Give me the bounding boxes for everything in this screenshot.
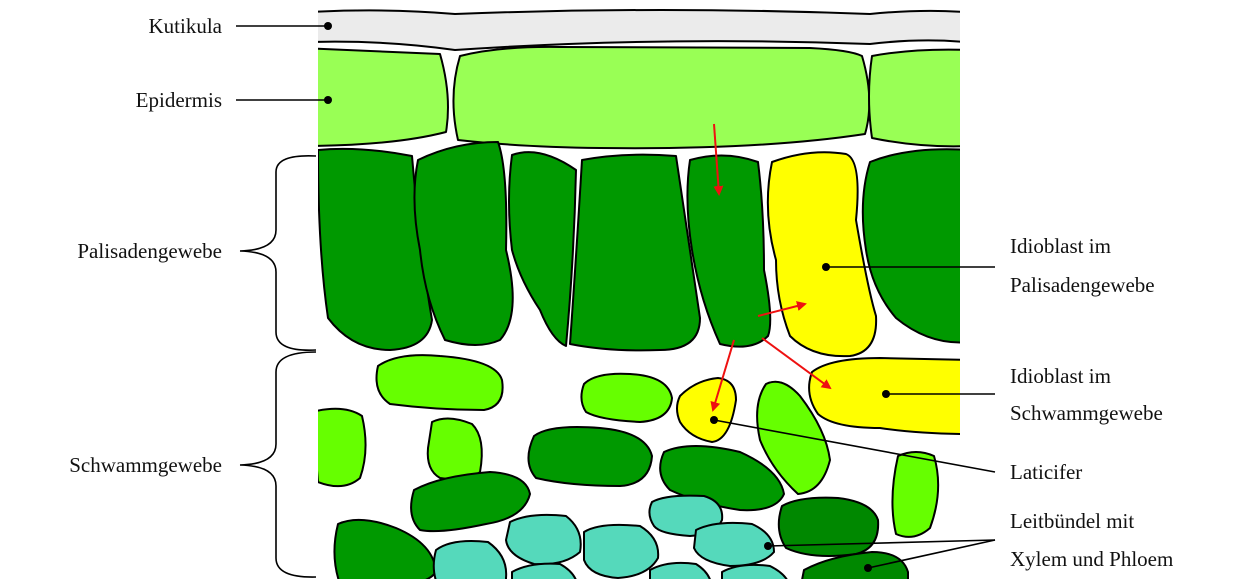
spongy-cell [528, 427, 652, 486]
xylem-cell [512, 564, 578, 579]
idioblast-palisade-cell [768, 152, 876, 356]
xylem-cell [506, 515, 581, 564]
label-idioblast-spongy-2: Schwammgewebe [1010, 401, 1163, 425]
leitbuendel-dot-xylem [764, 542, 772, 550]
leitbuendel-dot-phloem [864, 564, 872, 572]
spongy-cell [892, 452, 938, 537]
epidermis-dot [324, 96, 332, 104]
label-laticifer: Laticifer [1010, 460, 1082, 484]
label-leitbuendel-1: Leitbündel mit [1010, 509, 1134, 533]
tissue-area [300, 10, 970, 579]
idioblast-spongy-dot [882, 390, 890, 398]
label-palisadengewebe: Palisadengewebe [77, 239, 222, 263]
xylem-cell [722, 565, 790, 579]
epidermis-cell [453, 47, 869, 148]
label-leitbuendel-2: Xylem und Phloem [1010, 547, 1173, 571]
epidermis-cells [300, 47, 970, 148]
phloem-cell [779, 498, 878, 556]
label-idioblast-spongy-1: Idioblast im [1010, 364, 1111, 388]
spongy-cell [312, 409, 366, 486]
palisade-cell [863, 149, 970, 342]
label-kutikula: Kutikula [149, 14, 223, 38]
xylem-cell [434, 541, 506, 579]
palisade-brace [240, 156, 316, 350]
epidermis-cell [869, 50, 970, 147]
cuticle-layer [310, 10, 965, 50]
label-idioblast-palisade-1: Idioblast im [1010, 234, 1111, 258]
spongy-cell [428, 418, 482, 479]
laticifer-cell [677, 378, 736, 442]
xylem-cell [694, 523, 774, 566]
palisade-cell [570, 155, 700, 351]
laticifer-dot [710, 416, 718, 424]
label-epidermis: Epidermis [136, 88, 222, 112]
label-idioblast-palisade-2: Palisadengewebe [1010, 273, 1155, 297]
label-schwammgewebe: Schwammgewebe [69, 453, 222, 477]
spongy-brace [240, 352, 316, 577]
xylem-cell [650, 563, 712, 579]
palisade-cell [509, 152, 576, 346]
idioblast-spongy-cell [809, 358, 970, 434]
spongy-cell [377, 355, 503, 410]
kutikula-dot [324, 22, 332, 30]
idioblast-palisade-dot [822, 263, 830, 271]
palisade-cells [318, 142, 970, 356]
spongy-cell [581, 374, 672, 422]
epidermis-cell [300, 48, 448, 146]
xylem-cell [584, 525, 658, 578]
